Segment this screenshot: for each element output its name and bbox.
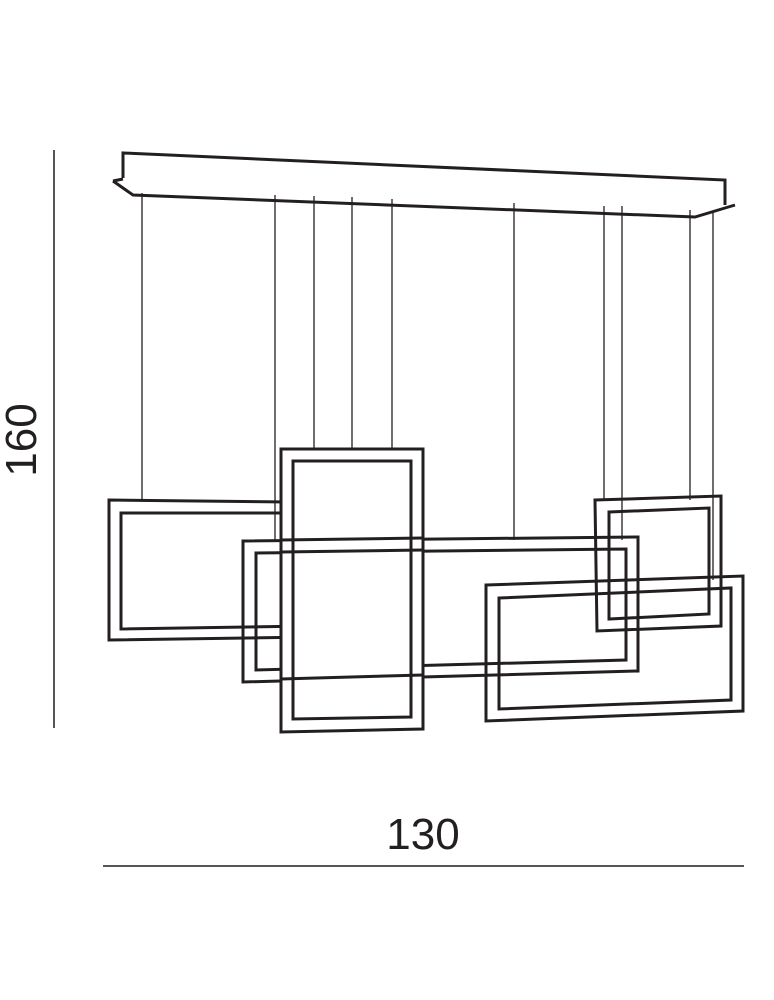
frame-right-small: [593, 494, 723, 633]
frame-middle-wide: [241, 535, 640, 684]
frame-overlap-segments: [280, 536, 424, 681]
width-dimension-label: 130: [386, 810, 460, 859]
ceiling-canopy: [112, 151, 736, 219]
frame-tall-front: [279, 447, 425, 734]
frame-right-bottom: [484, 574, 745, 723]
suspension-cables: [141, 193, 714, 580]
height-dimension-label: 160: [0, 403, 46, 477]
